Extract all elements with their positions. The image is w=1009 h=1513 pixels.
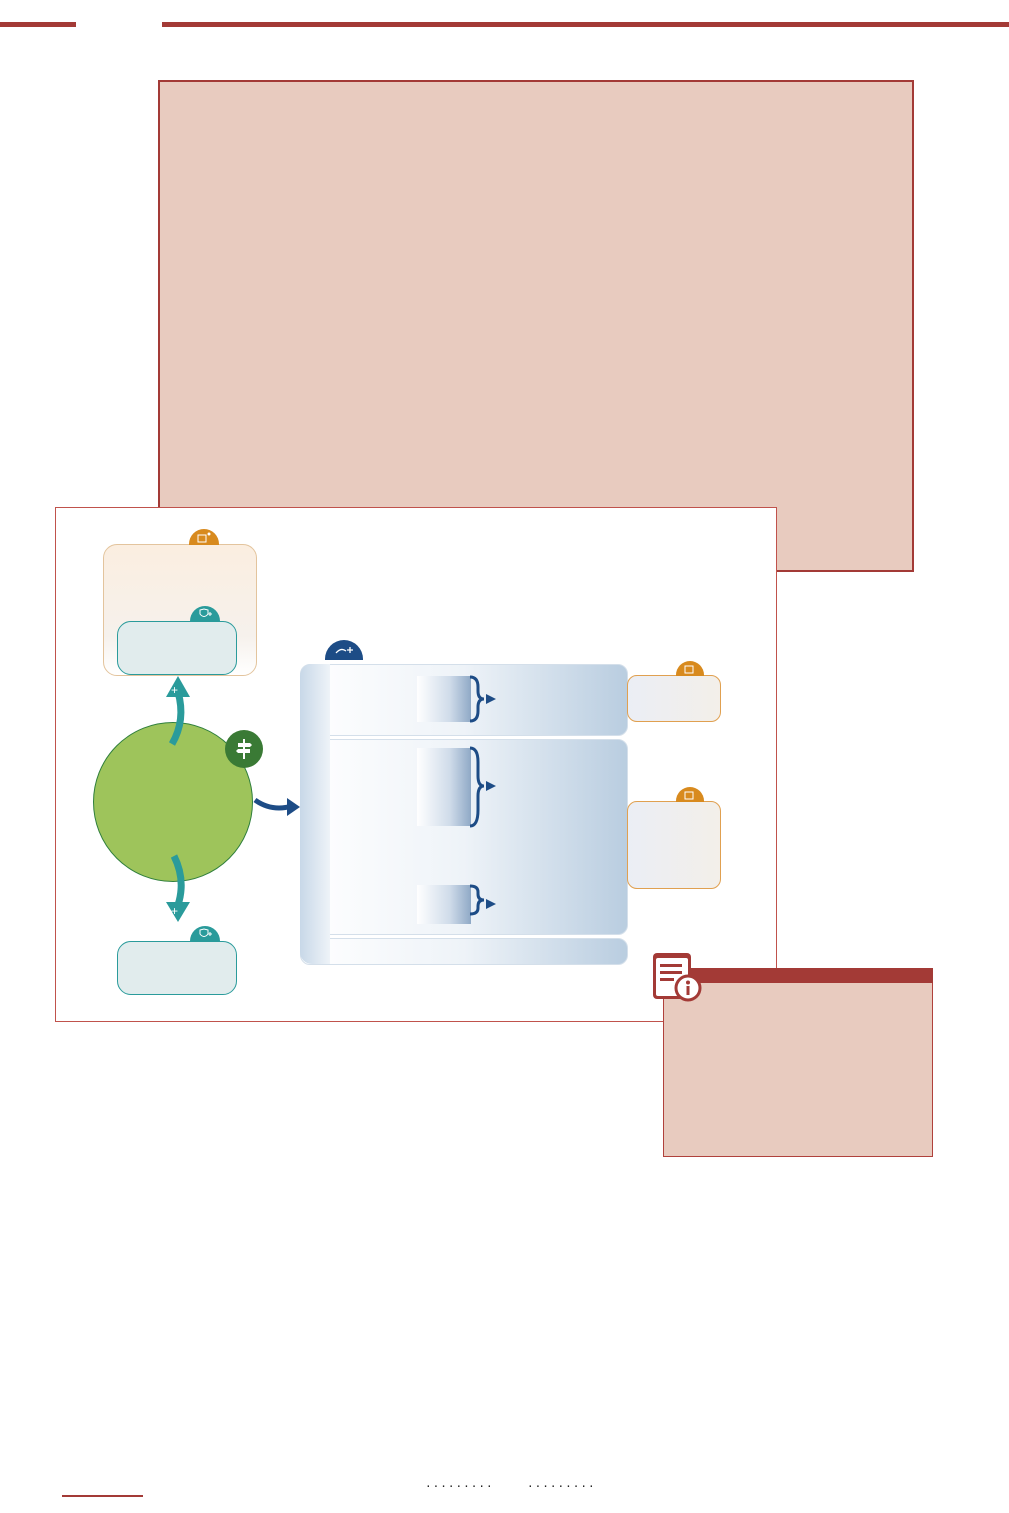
top-rule-right	[162, 22, 1009, 27]
brace-arrow-2	[486, 781, 496, 791]
footer-dots-right: ·········	[527, 1480, 596, 1493]
footer-rule	[62, 1495, 143, 1497]
brace-1	[469, 675, 485, 723]
side-box-1	[627, 675, 721, 722]
arrow-down	[170, 854, 185, 907]
arrow-up-head	[166, 676, 190, 697]
svg-text:+: +	[171, 904, 178, 918]
info-panel-header	[663, 968, 933, 983]
info-panel	[663, 968, 933, 1157]
box-b	[117, 941, 237, 995]
document-info-icon	[650, 950, 706, 1006]
footer-dots-left: ·········	[425, 1480, 494, 1493]
brace-arrow-1	[486, 694, 496, 704]
sub-bar-3	[417, 885, 471, 924]
shield-plus-icon	[190, 926, 220, 942]
stack-left-band	[300, 664, 330, 964]
building-icon	[676, 661, 704, 676]
main-text-panel	[158, 80, 914, 572]
brace-2	[469, 746, 485, 828]
shield-plus-icon	[190, 606, 220, 622]
top-rule-left	[0, 22, 76, 27]
svg-text:+: +	[171, 683, 178, 697]
stack-row-3	[300, 938, 628, 965]
signpost-icon	[225, 730, 263, 768]
brace-3	[469, 884, 485, 916]
building-sun-icon	[189, 529, 219, 545]
hand-plus-icon	[325, 640, 363, 660]
side-box-2	[627, 801, 721, 889]
box-a	[117, 621, 237, 675]
sub-bar-2	[417, 748, 471, 826]
arrow-right-head	[287, 798, 300, 816]
sub-bar-1	[417, 676, 471, 722]
arrow-down-head	[166, 902, 190, 922]
brace-arrow-3	[486, 899, 496, 909]
building-icon	[676, 787, 704, 802]
